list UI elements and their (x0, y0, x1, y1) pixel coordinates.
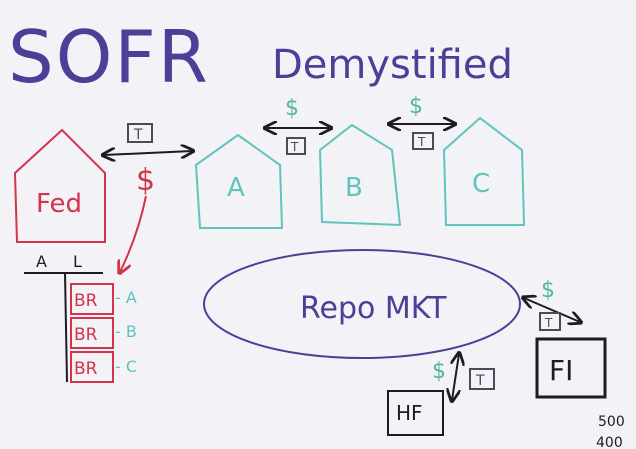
fed-label: Fed (36, 189, 82, 219)
title-sofr: SOFR (8, 15, 210, 99)
reserve-row-c: BR - C (70, 351, 137, 383)
fed-balance-sheet: A L BR - A BR - B BR - C (24, 252, 137, 383)
dollar-hf: $ (432, 359, 446, 384)
treasury-box-ab: T (286, 137, 306, 155)
bank-c-label: C (472, 169, 490, 199)
reserve-c-bank: - C (115, 357, 137, 376)
bank-a-house: A (194, 133, 284, 229)
bs-liabilities-label: L (73, 252, 82, 271)
treasury-box-fed: T (127, 123, 153, 143)
hf-box: HF (387, 390, 444, 436)
title-demystified: Demystified (272, 42, 513, 88)
fed-a-arrow (104, 151, 192, 155)
bank-c-house: C (442, 116, 526, 226)
bank-b-label: B (345, 173, 363, 203)
treasury-box-fed-label: T (133, 127, 143, 143)
reserve-b-bank: - B (115, 322, 137, 341)
fi-box: FI (535, 337, 607, 399)
treasury-box-hf: T (469, 368, 495, 390)
treasury-box-hf-label: T (475, 373, 485, 389)
dollar-ab: $ (285, 96, 299, 121)
dollar-fi: $ (541, 278, 555, 303)
treasury-box-fi-label: T (544, 316, 553, 330)
reserve-c-label: BR (74, 359, 98, 379)
bank-a-label: A (227, 173, 245, 203)
repo-fi-arrow (524, 298, 580, 322)
dollar-fed: $ (136, 163, 155, 198)
corner-note-2: 400 (596, 435, 623, 449)
reserve-row-b: BR - B (70, 317, 137, 349)
bank-b-house: B (318, 123, 402, 227)
bs-assets-label: A (36, 252, 47, 271)
treasury-box-ab-label: T (290, 140, 299, 154)
treasury-box-bc-label: T (417, 135, 426, 149)
treasury-box-bc: T (412, 132, 434, 150)
repo-market: Repo MKT (203, 249, 521, 359)
reserve-a-label: BR (74, 291, 98, 311)
reserve-row-a: BR - A (70, 283, 137, 315)
fed-house: Fed (13, 128, 106, 243)
hf-label: HF (396, 401, 423, 425)
corner-note-1: 500 (598, 414, 625, 430)
repo-hf-arrow (452, 354, 459, 400)
reserve-b-label: BR (74, 325, 98, 345)
fi-label: FI (549, 354, 573, 387)
dollar-bc: $ (409, 94, 423, 119)
reserve-a-bank: - A (115, 288, 137, 307)
bs-vertical (64, 272, 68, 383)
fed-reserve-arrow (120, 195, 147, 272)
repo-market-label: Repo MKT (300, 291, 447, 326)
treasury-box-fi: T (539, 312, 561, 331)
